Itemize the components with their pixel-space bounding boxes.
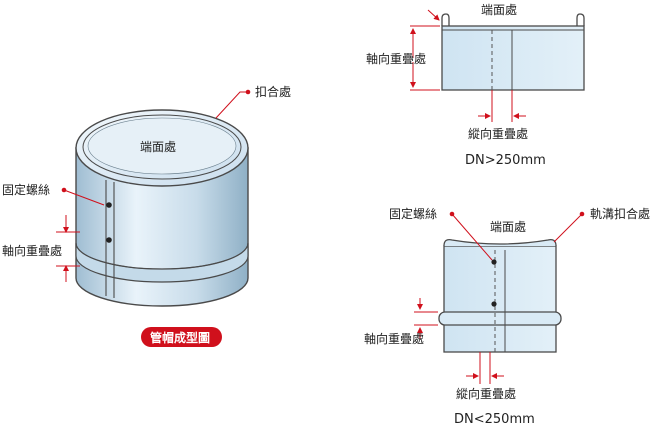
- fixing-screw-label: 固定螺絲: [2, 182, 50, 197]
- cylinder-seam: [105, 180, 115, 298]
- wrap-seam-label: 扣合處: [255, 84, 291, 99]
- large-end-face-label: 端面處: [481, 3, 517, 17]
- fixing-screw-callout: [61, 187, 105, 206]
- large-pipe-body: [441, 25, 585, 91]
- small-pipe-body: [443, 245, 557, 353]
- small-pipe-diagram: [438, 238, 562, 353]
- small-longitudinal-overlap-label: 縱向重疊處: [456, 386, 516, 401]
- large-pipe-diagram: [441, 13, 585, 91]
- fixing-screw-dot: [491, 301, 497, 307]
- caption-badge: [141, 327, 222, 347]
- caption-badge-text: 管帽成型圖: [150, 330, 210, 345]
- flange-hook-right: [576, 13, 585, 26]
- fixing-screw-dot: [106, 237, 112, 243]
- axial-overlap-dimension: [56, 215, 80, 282]
- small-axial-overlap-label: 軸向重疊處: [364, 331, 424, 346]
- axial-overlap-label: 軸向重疊處: [2, 243, 62, 258]
- small-pipe-top-edge: [443, 238, 557, 247]
- cylinder-top-face-label: 端面處: [140, 140, 176, 154]
- small-fixing-screw-callout: [449, 211, 493, 261]
- fixing-screw-dot: [491, 259, 497, 265]
- rail-groove-callout: [553, 211, 585, 243]
- large-axial-dimension: [410, 25, 440, 91]
- large-longitudinal-overlap-label: 縱向重疊處: [468, 126, 528, 141]
- small-axial-dimension: [414, 298, 438, 339]
- wrap-seam-callout: [215, 89, 251, 119]
- large-axial-overlap-label: 軸向重疊處: [366, 51, 426, 66]
- small-pipe-band: [438, 311, 562, 326]
- small-size-condition: DN<250mm: [454, 412, 535, 427]
- large-size-condition: DN>250mm: [465, 153, 546, 168]
- small-fixing-screw-label: 固定螺絲: [389, 206, 437, 221]
- fixing-screw-dot: [106, 202, 112, 208]
- small-longitudinal-dimension: [466, 352, 504, 384]
- large-longitudinal-dimension: [478, 90, 526, 122]
- small-end-face-label: 端面處: [490, 220, 526, 234]
- cylinder-illustration: [75, 109, 249, 307]
- flange-hook-left: [441, 13, 450, 26]
- rail-groove-label: 軌溝扣合處: [590, 206, 650, 221]
